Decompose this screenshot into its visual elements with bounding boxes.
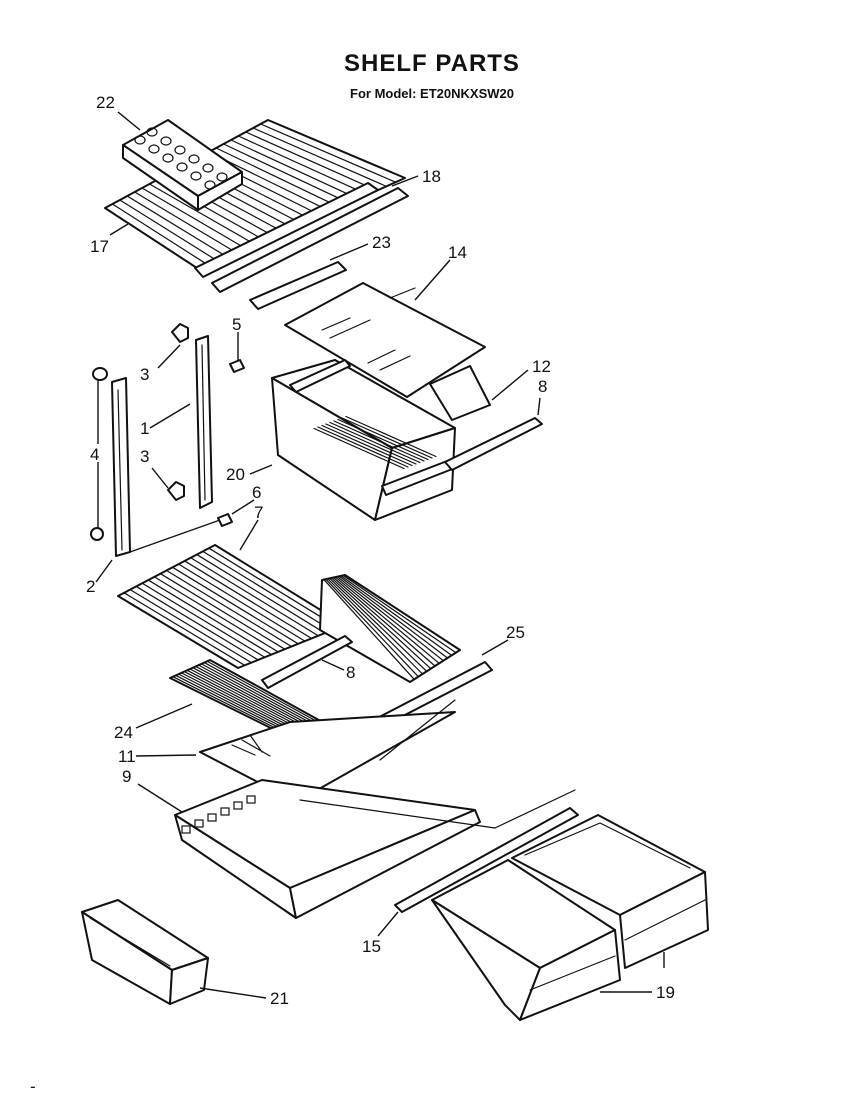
callout-20: 20 bbox=[226, 465, 245, 484]
callout-24: 24 bbox=[114, 723, 133, 742]
callout-1: 1 bbox=[140, 419, 149, 438]
slide-rail-12 bbox=[289, 359, 491, 421]
dairy-bin-21 bbox=[81, 899, 209, 1005]
trim-strip-8-upper bbox=[444, 417, 543, 471]
knob-4-lower bbox=[90, 527, 104, 541]
callout-22: 22 bbox=[96, 93, 115, 112]
callout-4: 4 bbox=[90, 445, 99, 464]
guide-line bbox=[379, 699, 456, 761]
callout-8-upper: 8 bbox=[538, 377, 547, 396]
divider-rail-15 bbox=[394, 807, 579, 913]
callout-leaders bbox=[95, 111, 665, 999]
callout-18: 18 bbox=[422, 167, 441, 186]
end-cap-3-upper bbox=[171, 323, 189, 343]
callout-15: 15 bbox=[362, 937, 381, 956]
egg-tray bbox=[122, 119, 243, 211]
callout-11: 11 bbox=[118, 747, 136, 766]
callout-12: 12 bbox=[532, 357, 551, 376]
shelf-ladder-2 bbox=[111, 377, 131, 557]
callout-5: 5 bbox=[232, 315, 241, 334]
crisper-drawer-19-left bbox=[431, 859, 621, 1021]
trim-strip-8-lower bbox=[261, 635, 353, 689]
end-cap-3-lower bbox=[167, 481, 185, 501]
glass-shelf-14 bbox=[284, 282, 486, 398]
ladder-base-line bbox=[129, 519, 221, 553]
callout-9: 9 bbox=[122, 767, 131, 786]
crisper-cover-9 bbox=[174, 779, 576, 919]
callout-2: 2 bbox=[86, 577, 95, 596]
model-subtitle: For Model: ET20NKXSW20 bbox=[350, 86, 514, 101]
screw-5 bbox=[229, 359, 245, 373]
callout-21: 21 bbox=[270, 989, 289, 1008]
callout-8-lower: 8 bbox=[346, 663, 355, 682]
callout-labels: 22 17 18 23 14 5 3 12 8 1 4 3 20 6 7 2 2… bbox=[30, 93, 675, 1096]
wire-shelf-left-7 bbox=[117, 544, 346, 669]
crisper-drawer-19-right bbox=[511, 814, 709, 969]
shelf-ladder-1 bbox=[195, 335, 213, 509]
callout-14: 14 bbox=[448, 243, 467, 262]
callout-17: 17 bbox=[90, 237, 109, 256]
shelf-rail-18 bbox=[194, 182, 409, 293]
page-title: SHELF PARTS bbox=[344, 50, 520, 77]
callout-25: 25 bbox=[506, 623, 525, 642]
shelf-trim-23 bbox=[249, 261, 347, 310]
callout-19: 19 bbox=[656, 983, 675, 1002]
callout-6: 6 bbox=[252, 483, 261, 502]
footer-mark: - bbox=[30, 1077, 36, 1096]
knob-4-upper bbox=[92, 367, 108, 381]
callout-7: 7 bbox=[254, 503, 263, 522]
screw-6 bbox=[217, 513, 233, 527]
callout-3-upper: 3 bbox=[140, 365, 149, 384]
callout-23: 23 bbox=[372, 233, 391, 252]
callout-3-lower: 3 bbox=[140, 447, 149, 466]
wire-shelf-right bbox=[319, 574, 461, 683]
